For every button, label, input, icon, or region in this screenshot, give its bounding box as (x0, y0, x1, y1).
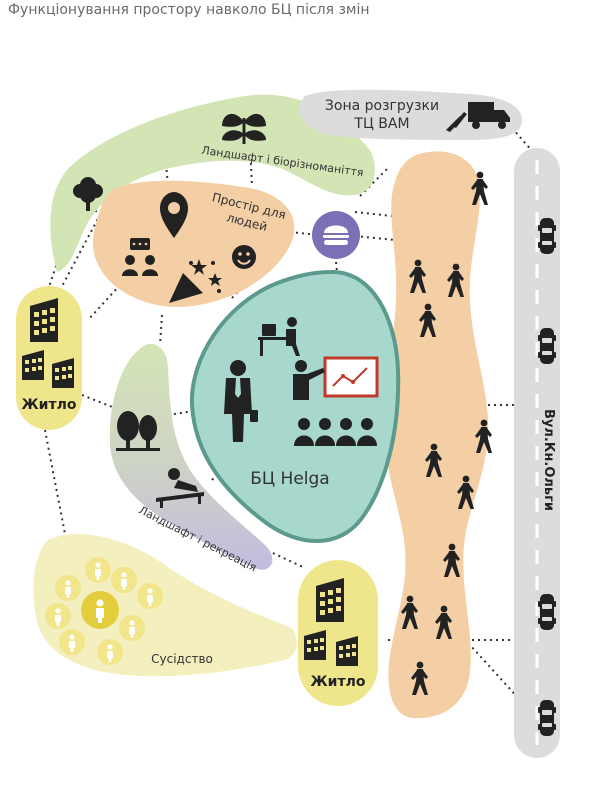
business-center-label: БЦ Helga (250, 469, 329, 489)
person-circle-icon (119, 615, 145, 641)
zone-landscape-biodiversity (50, 94, 376, 272)
unloading-zone-label-2: ТЦ ВАМ (353, 116, 409, 132)
zone-walkway (384, 151, 489, 719)
presentation-icon (293, 356, 379, 400)
party-popper-icon (169, 259, 222, 303)
person-circle-icon (137, 583, 163, 609)
person-circle-icon (55, 575, 81, 601)
unloading-zone-label-1: Зона розгрузки (325, 98, 439, 114)
neighborhood-people (45, 557, 163, 665)
car-icon (538, 594, 556, 630)
trees-icon (116, 411, 160, 451)
page-title: Функціонування простору навколо БЦ після… (8, 2, 370, 18)
relaxing-person-icon (156, 468, 204, 508)
person-circle-icon (111, 567, 137, 593)
tree-icon (73, 177, 103, 211)
burger-icon (312, 211, 360, 259)
car-icon (538, 328, 556, 364)
street-label: Вул.Кн.Ольги (541, 409, 556, 511)
leaf-icon (222, 113, 266, 144)
person-circle-main-icon (81, 591, 119, 629)
smiley-icon (232, 245, 256, 269)
zone-unloading (299, 89, 523, 140)
person-circle-icon (97, 639, 123, 665)
car-icon (538, 218, 556, 254)
zone-business-center (189, 269, 401, 543)
audience-icon (294, 418, 377, 446)
housing-bottom-label: Житло (311, 674, 366, 690)
worker-at-desk-icon (258, 317, 300, 356)
truck-icon (446, 102, 510, 132)
housing-left-label: Житло (22, 397, 77, 413)
chat-people-icon (122, 238, 158, 276)
person-circle-icon (45, 603, 71, 629)
neighborhood-label: Сусідство (151, 652, 213, 666)
person-circle-icon (59, 629, 85, 655)
person-circle-icon (85, 557, 111, 583)
car-icon (538, 700, 556, 736)
location-pin-icon (160, 192, 188, 238)
zone-landscape-recreation (109, 343, 273, 570)
businessman-icon (224, 360, 258, 442)
